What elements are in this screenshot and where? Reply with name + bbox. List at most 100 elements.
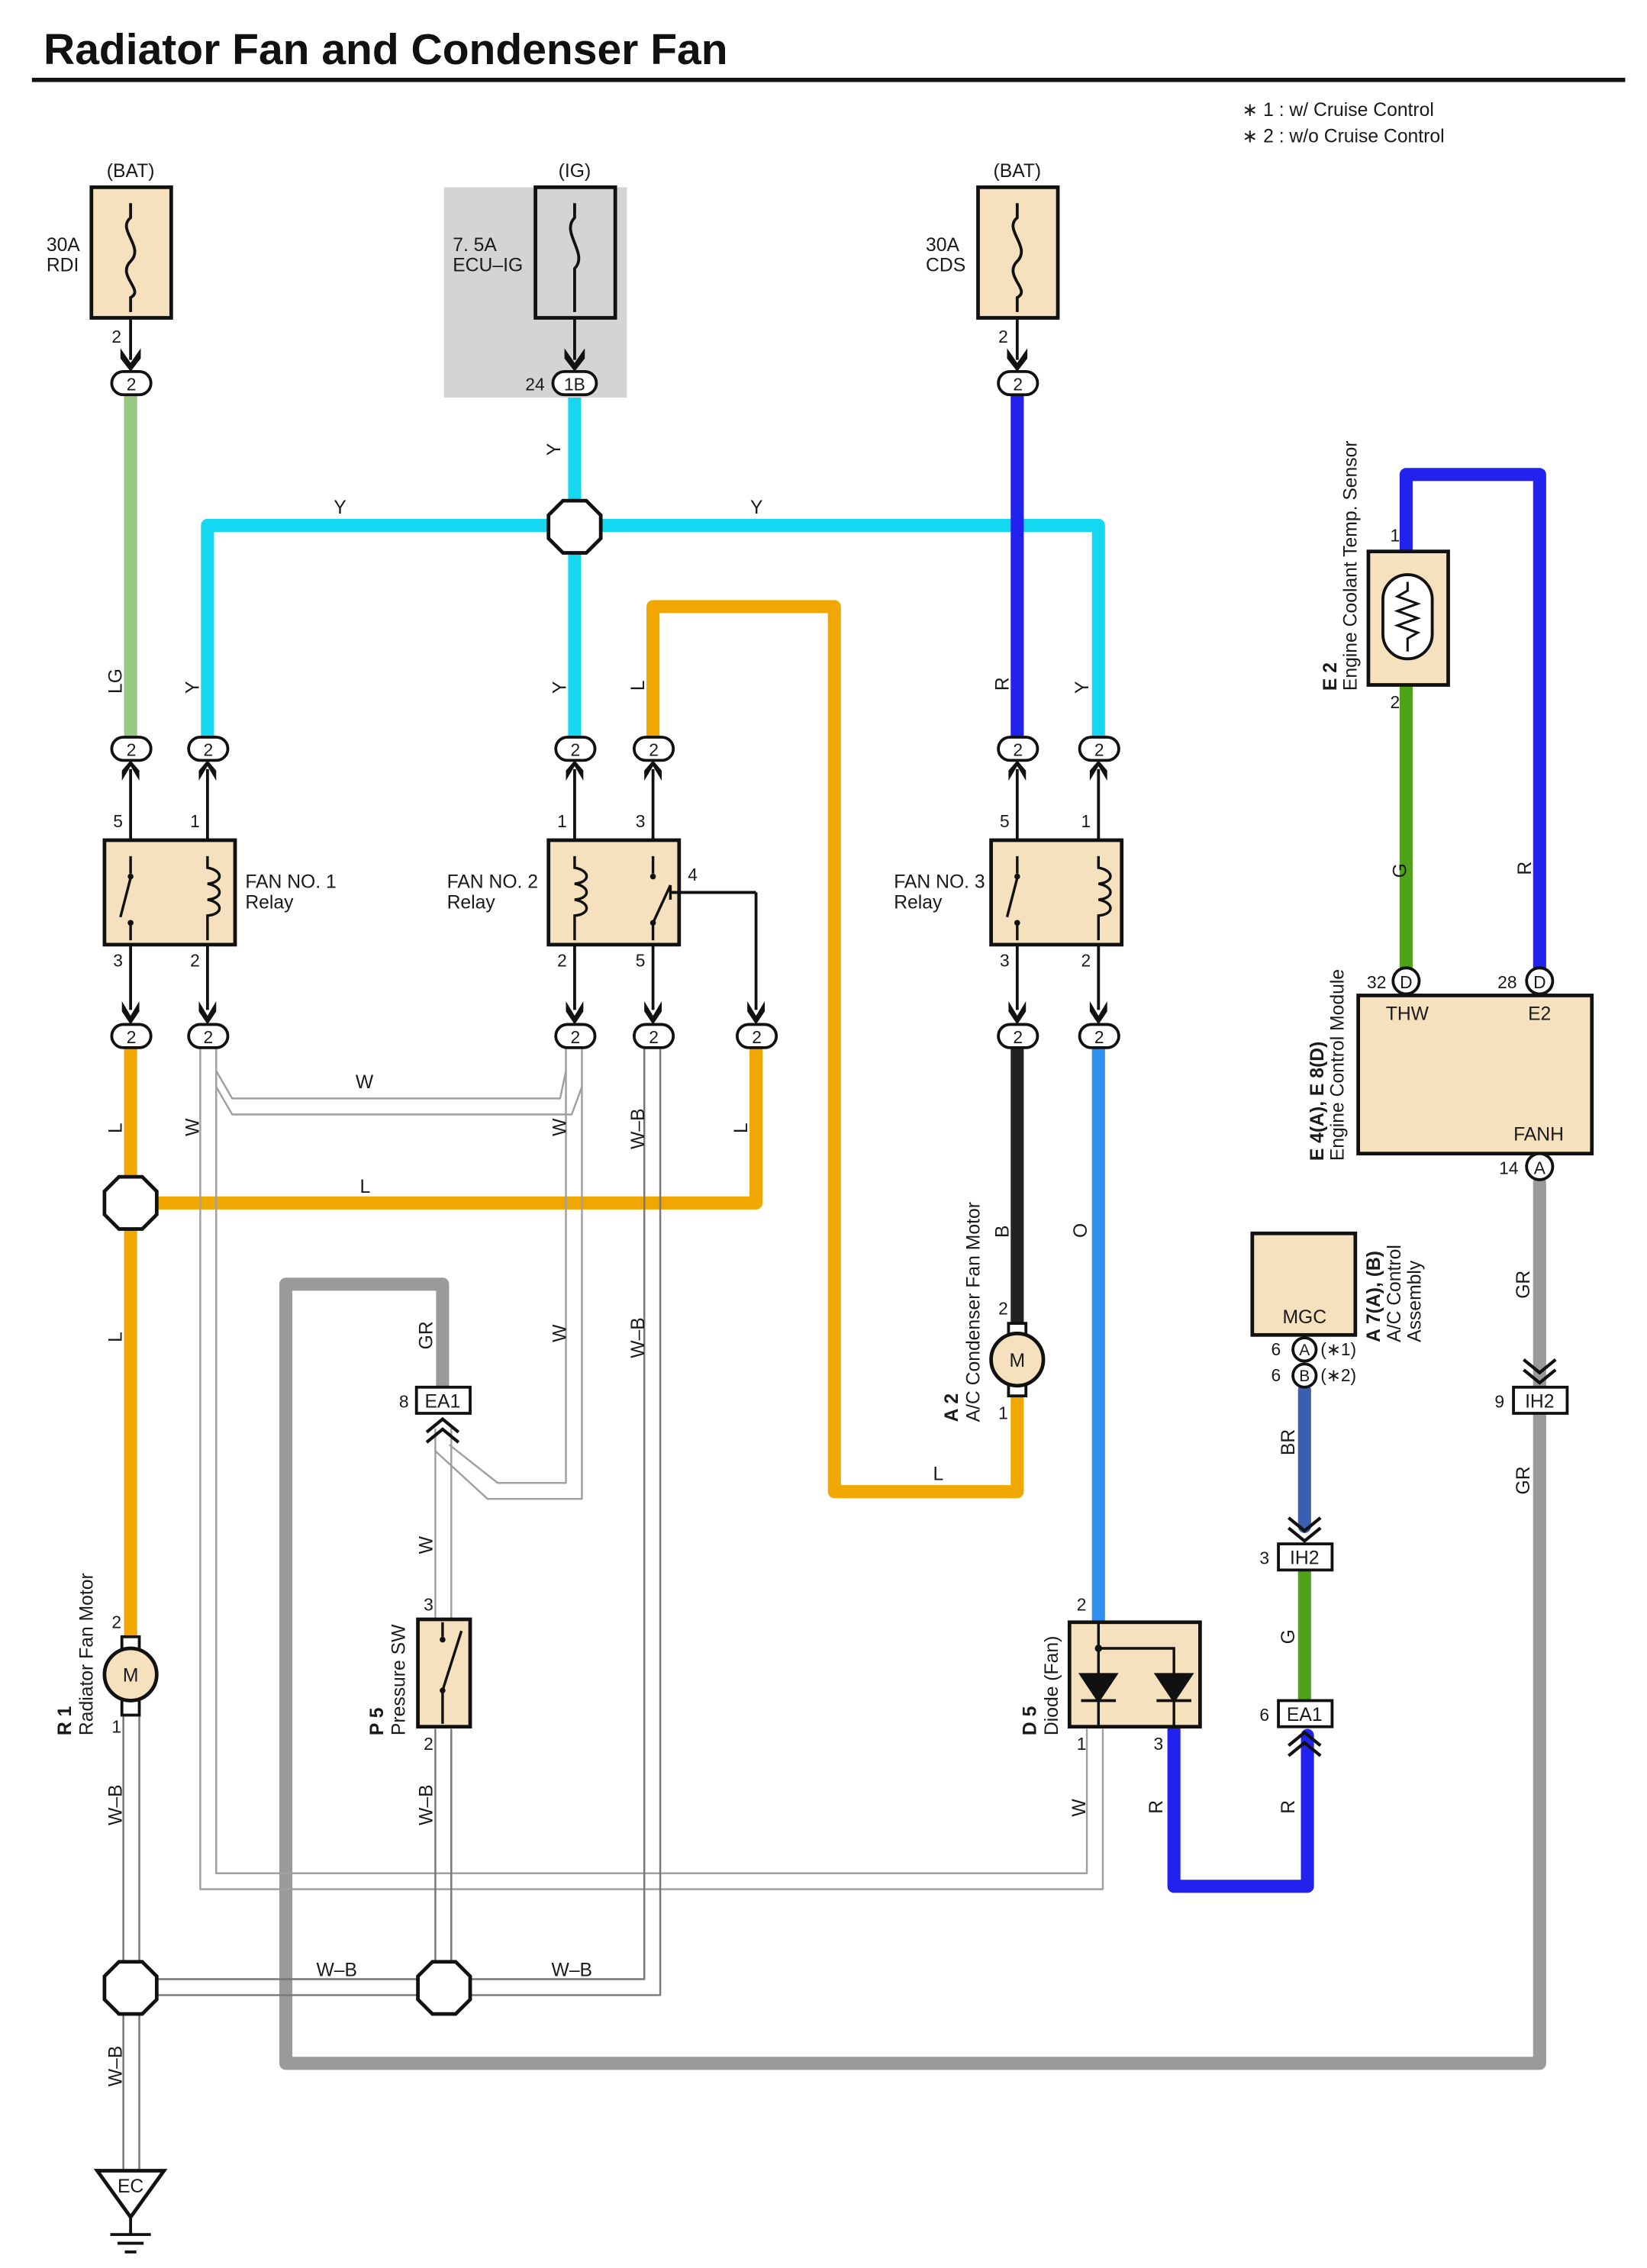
conn-label-cds: 2: [1013, 375, 1023, 395]
connector-out-4-label: 2: [649, 1027, 659, 1047]
fuse-rdi-symbol: [124, 203, 137, 312]
conn-oval-ecu-ig: [551, 369, 598, 397]
ecm-terminal-32-conn: D: [1400, 972, 1412, 992]
diode-code: D 5: [1020, 1706, 1041, 1735]
diode-pin-3: 3: [1154, 1734, 1164, 1754]
relay-3-pivot-top: [1014, 873, 1020, 880]
fuse-cds-symbol: [1011, 203, 1023, 312]
ih2-9-box: [1512, 1385, 1569, 1415]
ac-terminal-a-conn: A: [1299, 1342, 1310, 1359]
pressure-sw-code: P 5: [367, 1707, 388, 1735]
connector-in-2-oval: [187, 736, 230, 762]
fuse-ecu-ig-source: (IG): [559, 161, 591, 182]
relay-2-pin-2: 2: [557, 950, 567, 970]
note-2: ∗ 2 : w/o Cruise Control: [1243, 126, 1445, 147]
wire-y-bus: [201, 518, 1105, 744]
wire-l-cross: [124, 1038, 763, 1210]
ac-terminal-b-note: (∗2): [1320, 1365, 1356, 1385]
pressure-sw-pin-3: 3: [424, 1595, 434, 1615]
wire-w-relay2-b: [434, 1046, 583, 1500]
connector-in-3-arrow: [566, 760, 584, 781]
label-r-diode: R: [1146, 1800, 1167, 1814]
connector-out-5-oval: [735, 1023, 778, 1049]
diode-pin-1: 1: [1077, 1734, 1087, 1754]
label-w-cross: W: [356, 1072, 374, 1093]
label-br: BR: [1278, 1429, 1299, 1455]
ecm-terminal-14-conn: A: [1534, 1158, 1546, 1177]
label-r-cds: R: [992, 677, 1013, 691]
label-y-relay1: Y: [182, 681, 203, 693]
ih2-9-arrows: [1523, 1358, 1557, 1385]
ea1-8-name: EA1: [425, 1391, 461, 1412]
relay-1-box: [102, 838, 237, 947]
ea1-6-pin: 6: [1259, 1705, 1269, 1725]
connector-out-7-oval: [1078, 1023, 1120, 1049]
wire-w-relay2-a: [449, 1046, 567, 1484]
wire-l-relay2: [646, 600, 1024, 1499]
connector-out-6-oval: [997, 1023, 1039, 1049]
fuse-ecu-ig-name: ECU–IG: [453, 256, 523, 276]
ecm-terminal-28: [1525, 966, 1555, 996]
ac-control-box: [1250, 1231, 1358, 1337]
conn-pin-ecu-ig: 24: [525, 375, 545, 395]
pressure-switch: 3 2 P 5 Pressure SW: [367, 1595, 472, 1754]
label-l-pin4: L: [731, 1123, 752, 1133]
ac-control-assembly: MGC A 6 (∗1) B 6 (∗2) A 7(A), (B) A/C Co…: [1250, 1231, 1425, 1389]
radiator-motor-pin-1: 1: [111, 1716, 121, 1736]
relay-3-box: [989, 838, 1124, 947]
sensor-pin-2: 2: [1390, 692, 1400, 712]
label-w-relay2: W: [550, 1118, 571, 1136]
coolant-temp-sensor: 1 2 E 2 Engine Coolant Temp. Sensor: [1320, 440, 1450, 712]
connector-out-5: 2: [735, 892, 778, 1049]
connector-out-1-oval: [110, 1023, 153, 1049]
connector-in-3-oval: [554, 736, 597, 762]
label-l-relay2: L: [628, 680, 649, 691]
inline-connectors: IH2 9 EA1 8 IH2 3 EA1 6: [399, 1358, 1569, 1757]
wire-labels: Y Y Y LG Y Y L R Y L W W W W–B L L B O L…: [106, 443, 1536, 2087]
condenser-fan-motor: M 2 1 A 2 A/C Condenser Fan Motor: [942, 1202, 1046, 1423]
ecm-thw-label: THW: [1386, 1004, 1429, 1025]
connector-out-2-arrow: [198, 1001, 217, 1025]
ih2-3-arrows: [1288, 1516, 1322, 1544]
label-wb-psw: W–B: [417, 1784, 437, 1825]
ac-mgc-label: MGC: [1282, 1307, 1326, 1328]
label-w-relay1: W: [182, 1118, 203, 1136]
relay-3-coil: [1097, 855, 1112, 941]
ground-triangle: [93, 2169, 168, 2221]
connector-in-5-oval: [997, 736, 1039, 762]
connector-out-6-label: 2: [1013, 1027, 1023, 1047]
relay-connectors: 2 2 2 2 2 2 2 2 2 2 2 2 2: [110, 736, 1120, 1049]
label-l-r1: L: [106, 1332, 127, 1342]
label-y-relay3: Y: [1072, 681, 1093, 693]
ecm-terminal-14-pin: 14: [1499, 1158, 1519, 1177]
ih2-3-pin: 3: [1259, 1548, 1269, 1568]
label-wb-ground: W–B: [106, 2046, 127, 2087]
label-y-relay2: Y: [550, 681, 571, 693]
ac-control-code: A 7(A), (B): [1364, 1251, 1384, 1342]
label-y-ig: Y: [544, 443, 565, 456]
relay-2-pivot-top: [649, 873, 656, 880]
connector-out-1-label: 2: [127, 1027, 137, 1047]
ecm-box: [1356, 994, 1594, 1156]
fuse-cds-name: CDS: [926, 256, 965, 276]
pressure-sw-arm: [441, 1630, 463, 1691]
label-y-left: Y: [334, 498, 346, 518]
ea1-8-box: [414, 1385, 472, 1415]
ih2-3-name: IH2: [1290, 1548, 1319, 1569]
fuse-ecu-ig-amp: 7. 5A: [453, 235, 497, 256]
wire-gr-loop: [279, 1176, 1546, 2070]
ac-terminal-b: [1291, 1362, 1318, 1389]
condenser-motor-pin-1: 1: [998, 1403, 1008, 1423]
relay-1-pin-1: 1: [190, 811, 200, 831]
splice-y: [546, 498, 603, 555]
ea1-6-arrows: [1288, 1730, 1322, 1757]
connector-in-1-oval: [110, 736, 153, 762]
ecm-terminal-14: [1525, 1152, 1555, 1181]
connector-out-2-label: 2: [203, 1027, 213, 1047]
conn-label-rdi: 2: [127, 375, 137, 395]
wire-w-cross-a: [215, 1070, 567, 1100]
relay-1-switch-arm: [119, 877, 132, 918]
ac-terminal-a-pin: 6: [1272, 1339, 1281, 1359]
diode-junction: [1094, 1645, 1103, 1652]
